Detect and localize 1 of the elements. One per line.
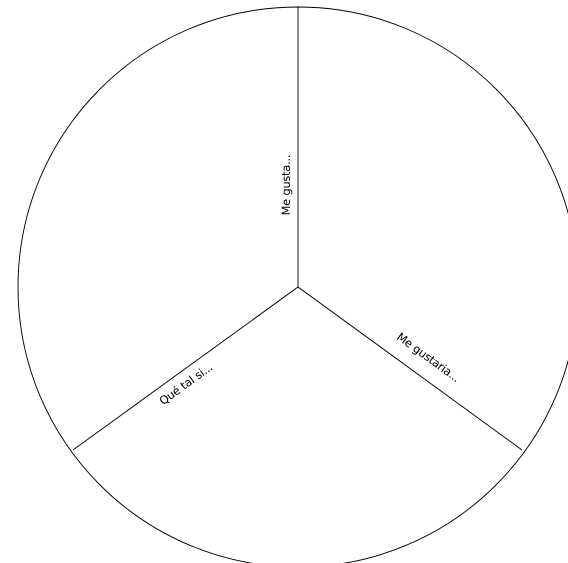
sector-label: Me gusta... bbox=[282, 156, 292, 214]
